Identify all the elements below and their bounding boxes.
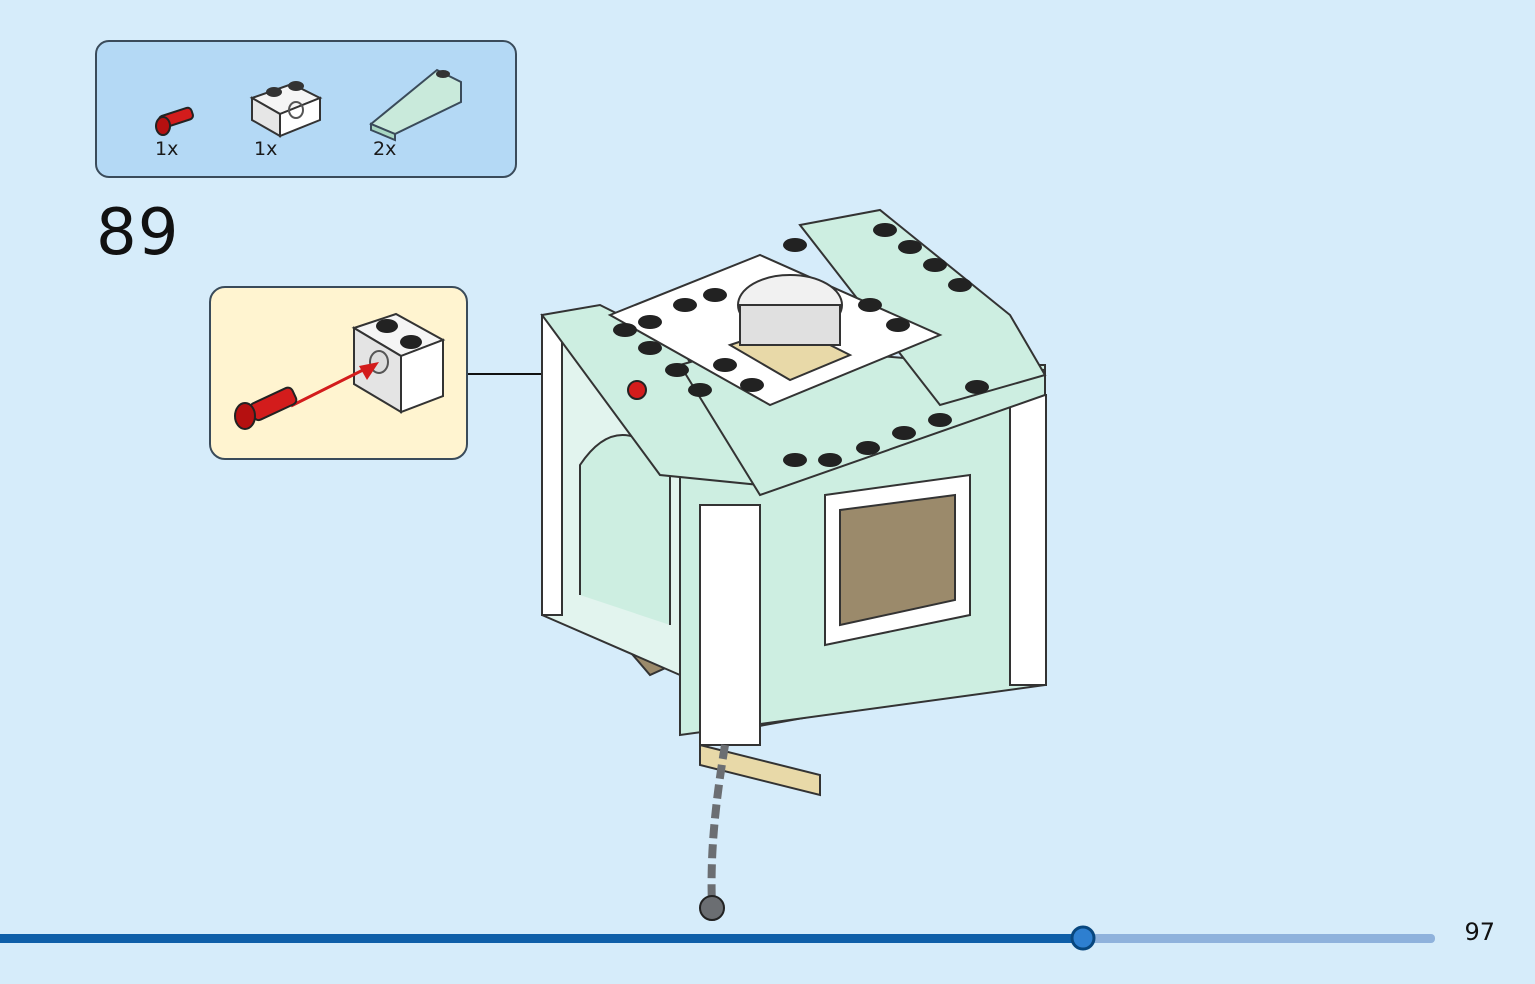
- callout-box: [209, 286, 468, 460]
- red-axle-pin-icon: [155, 106, 194, 136]
- build-model-illustration: [540, 208, 1047, 921]
- part-qty-brick: 1x: [254, 138, 278, 160]
- white-technic-brick-icon: [249, 81, 323, 138]
- callout-brick-icon: [351, 312, 446, 414]
- step-number: 89: [96, 196, 180, 270]
- insert-arrow-head: [359, 362, 379, 380]
- progress-knob: [1070, 925, 1096, 951]
- sand-green-slope-icon: [369, 68, 462, 142]
- progress-fill: [0, 934, 1083, 943]
- parts-list-icons: [155, 68, 462, 142]
- insert-arrow: [290, 364, 372, 408]
- model-red-pin: [627, 380, 647, 400]
- part-qty-slope: 2x: [373, 138, 397, 160]
- page-progress-bar: [0, 925, 1435, 951]
- part-qty-pin: 1x: [155, 138, 179, 160]
- page-number: 97: [1464, 918, 1495, 946]
- callout-illustration: [234, 312, 446, 430]
- callout-red-pin-icon: [234, 386, 298, 430]
- chain: [707, 744, 729, 906]
- parts-list-box: 1x 1x 2x: [95, 40, 517, 178]
